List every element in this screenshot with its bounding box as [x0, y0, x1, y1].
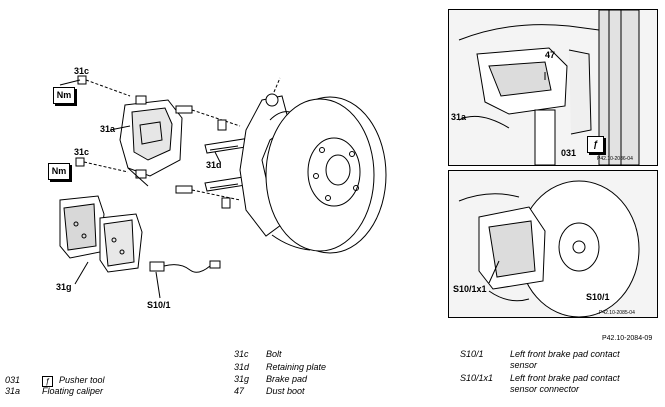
- detail-panel-top: 47 31a 031 ƒ P42.10-2086-04: [448, 9, 658, 166]
- floating-caliper: [119, 95, 183, 187]
- callout-31a-detail: 31a: [451, 112, 467, 122]
- callout-47: 47: [545, 50, 556, 60]
- legend-text: sensor connector: [510, 384, 580, 394]
- panel-code-top: P42.10-2086-04: [597, 156, 633, 162]
- callout-31c-top: 31c: [74, 66, 90, 76]
- torque-badge-bottom: Nm: [48, 163, 70, 180]
- torque-badge-top: Nm: [53, 87, 75, 104]
- callout-s10-1-detail: S10/1: [586, 292, 610, 302]
- callout-31c-middle: 31c: [74, 147, 90, 157]
- legend-code: S10/1x1: [460, 373, 494, 383]
- callout-s10-1x1: S10/1x1: [453, 284, 487, 294]
- legend-text: Retaining plate: [266, 362, 327, 372]
- legend-text: ƒ Pusher tool: [42, 375, 105, 387]
- pad-contact-sensor: [149, 260, 221, 273]
- legend-text: Floating caliper: [42, 386, 104, 396]
- legend-text: Dust boot: [266, 386, 305, 396]
- bolt-middle: [75, 157, 129, 173]
- callout-s10-1: S10/1: [147, 300, 171, 310]
- callout-31a: 31a: [100, 124, 116, 134]
- brake-pads: [59, 195, 143, 273]
- callout-31g: 31g: [56, 282, 72, 292]
- detail-panel-bottom: S10/1x1 S10/1 P42.10-2085-04: [448, 170, 658, 318]
- legend-code: 31c: [234, 349, 249, 359]
- brake-disc: [265, 96, 387, 254]
- legend-code: 31a: [5, 386, 21, 396]
- legend-text: Brake pad: [266, 374, 308, 384]
- legend-code: S10/1: [460, 349, 484, 359]
- pusher-tool-icon: ƒ: [587, 136, 604, 153]
- caliper-detail-photo: [449, 10, 657, 165]
- legend-code: 031: [5, 375, 21, 385]
- legend-code: 31g: [234, 374, 250, 384]
- bolt-top: [77, 75, 131, 97]
- sensor-detail-photo: [449, 171, 657, 317]
- legend-text: Left front brake pad contact: [510, 349, 620, 359]
- legend-text: Left front brake pad contact: [510, 373, 620, 383]
- callout-031: 031: [561, 148, 577, 158]
- panel-code-bottom: P42.10-2085-04: [599, 310, 635, 316]
- pusher-tool-icon: ƒ: [42, 376, 53, 387]
- legend-text: Bolt: [266, 349, 282, 359]
- exploded-view-illustration: [59, 75, 387, 299]
- callout-31d: 31d: [206, 160, 222, 170]
- legend-label: Pusher tool: [59, 375, 105, 385]
- legend-code: 31d: [234, 362, 250, 372]
- legend-text: sensor: [510, 360, 538, 370]
- legend-code: 47: [234, 386, 245, 396]
- retaining-plates: [204, 119, 253, 209]
- figure-reference: P42.10-2084-09: [602, 335, 653, 342]
- guide-bolts: [175, 105, 241, 201]
